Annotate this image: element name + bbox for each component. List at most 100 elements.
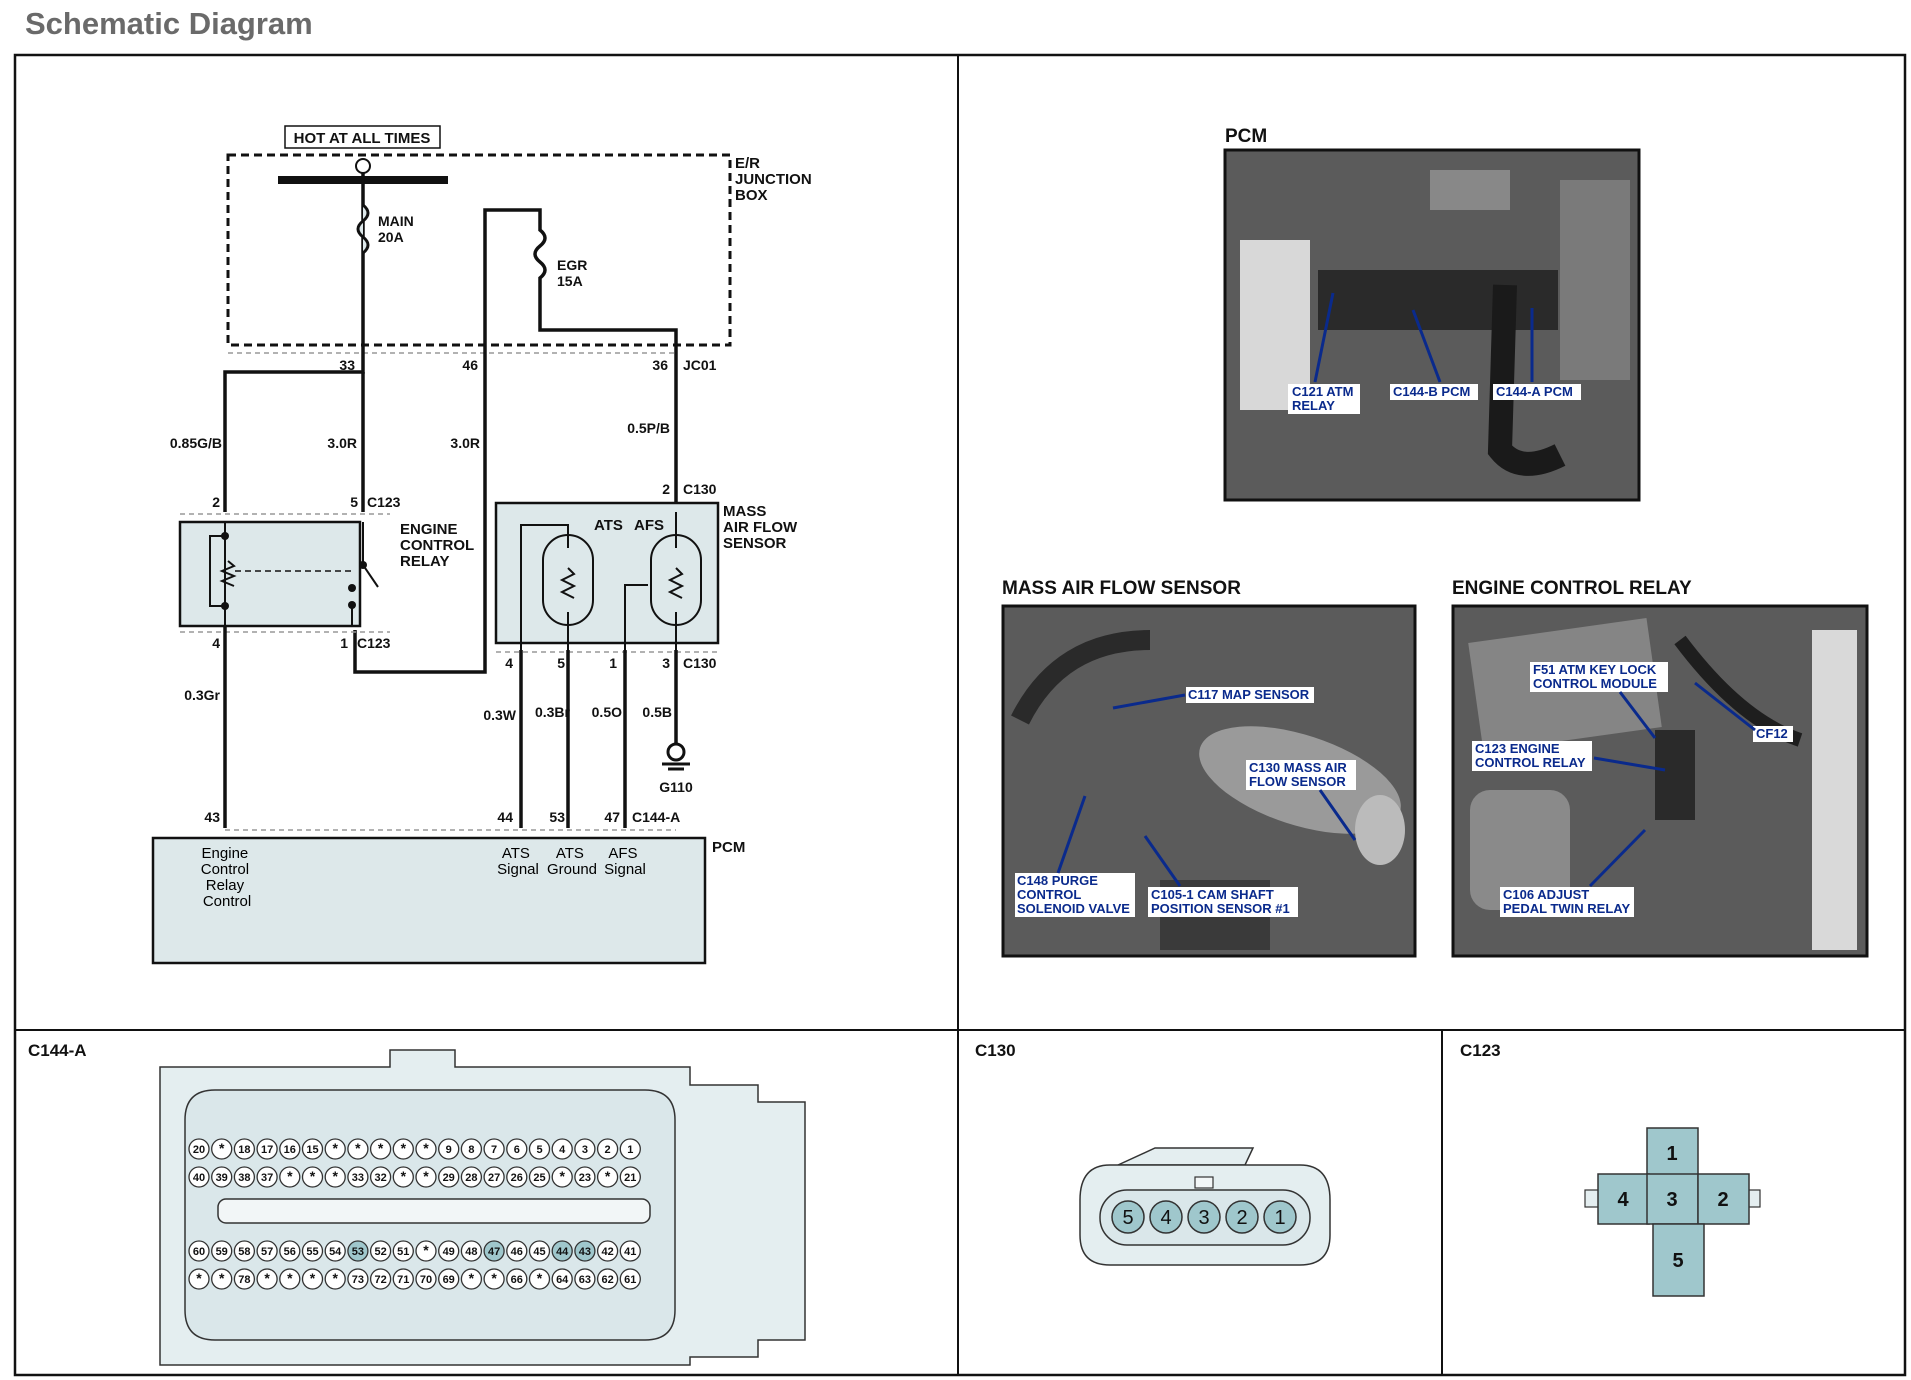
c144a-pin-circle xyxy=(528,1166,551,1188)
jc01-label: JC01 xyxy=(683,357,717,373)
relay-conn-bottom: C123 xyxy=(357,635,391,651)
c130-pin-label: 3 xyxy=(1198,1207,1209,1229)
c144a-pin-label: 47 xyxy=(488,1246,500,1258)
c144a-pin-label: 8 xyxy=(468,1144,474,1156)
junction-box xyxy=(226,153,732,347)
arrow xyxy=(1694,681,1756,732)
c144a-pin-label: 7 xyxy=(491,1144,497,1156)
pcm-name: PCM xyxy=(712,839,745,856)
c144a-pin-label: 27 xyxy=(488,1172,500,1184)
c144a-pin-label: 60 xyxy=(193,1246,205,1258)
c144a-pin-label: 29 xyxy=(443,1172,455,1184)
c144a-pin-label: 5 xyxy=(536,1144,542,1156)
c144a-pin-circle xyxy=(256,1166,278,1188)
c144a-pin-label: 40 xyxy=(193,1172,205,1184)
c144a-pin-label: 1 xyxy=(627,1144,633,1156)
c144a-pin-circle xyxy=(301,1240,324,1262)
c144a-pin-label: 70 xyxy=(420,1274,432,1286)
ats-element-lead xyxy=(520,524,569,650)
c144a-pin-circle xyxy=(551,1240,573,1262)
pcm-box xyxy=(151,836,707,965)
c144a-pin-label: 48 xyxy=(465,1246,477,1258)
c130-pin-circle xyxy=(1187,1200,1221,1234)
c144a-pin-label: 58 xyxy=(238,1246,250,1258)
c144a-pin-label: 72 xyxy=(374,1274,386,1286)
c144a-pin-circle xyxy=(460,1138,483,1160)
c144a-pin-circle xyxy=(483,1166,505,1188)
wire-3.0R-return xyxy=(353,345,487,674)
c144a-pin-label: * xyxy=(219,1140,225,1156)
c144a-pin-circle xyxy=(256,1240,278,1262)
afs-signal-lead xyxy=(624,584,648,650)
c130-latch xyxy=(1117,1147,1255,1166)
c144a-pin-label: * xyxy=(491,1270,497,1286)
c144a-pin-label: 9 xyxy=(446,1144,452,1156)
c144a-pin-label: * xyxy=(310,1270,316,1286)
c144a-pin-circle xyxy=(551,1138,573,1160)
arrow xyxy=(1618,691,1657,739)
c144a-pin-circle xyxy=(301,1268,324,1290)
c144a-pin-label: 51 xyxy=(397,1246,409,1258)
c144a-pin-label: * xyxy=(423,1242,429,1258)
c144a-pin-circle xyxy=(392,1240,414,1262)
pcm-photo-title: PCM xyxy=(1225,126,1267,147)
c144a-pin-label: 55 xyxy=(306,1246,318,1258)
c130-pin-label: 1 xyxy=(1274,1207,1285,1229)
c144a-pin-circle xyxy=(324,1268,346,1290)
c144a-pin-circle xyxy=(596,1166,619,1188)
maf-pin-3: 3 xyxy=(662,655,670,671)
callout-bg xyxy=(1186,687,1314,703)
c144a-pin-circle xyxy=(211,1138,233,1160)
c123-label: C123 xyxy=(1460,1041,1501,1060)
maf-conn-bottom: C130 xyxy=(683,655,717,671)
c144a-pin-label: * xyxy=(378,1140,384,1156)
jb-pin-46: 46 xyxy=(462,357,478,373)
wire-label-w1: 0.85G/B xyxy=(170,435,222,451)
c144a-pin-label: 53 xyxy=(352,1246,364,1258)
photo-shape xyxy=(1011,630,1151,725)
c144a-pin-circle xyxy=(528,1240,551,1262)
c144a-pin-circle xyxy=(506,1268,528,1290)
c144a-pin-circle xyxy=(460,1268,483,1290)
c144a-pin-label: 52 xyxy=(374,1246,386,1258)
photo-shape xyxy=(1560,180,1630,380)
c144a-pin-circle xyxy=(347,1166,369,1188)
c144a-pin-label: 20 xyxy=(193,1144,205,1156)
relay-node xyxy=(359,561,367,569)
c144a-pin-circle xyxy=(438,1240,460,1262)
c130-label: C130 xyxy=(975,1041,1016,1060)
c144a-pin-label: 42 xyxy=(601,1246,613,1258)
relay-node xyxy=(221,532,229,540)
callout-bg xyxy=(1500,887,1634,917)
c144a-pin-circle xyxy=(188,1240,210,1262)
c144a-pin-label: * xyxy=(401,1140,407,1156)
c130-pin-label: 5 xyxy=(1122,1207,1133,1229)
maf-conn-top: C130 xyxy=(683,481,717,497)
c144a-pin-label: 62 xyxy=(601,1274,613,1286)
c144a-pin-label: 28 xyxy=(465,1172,477,1184)
c144a-pin-circle xyxy=(619,1138,641,1160)
c144a-pin-circle xyxy=(483,1138,505,1160)
junction-box-label: E/R JUNCTION BOX xyxy=(735,155,816,204)
c123-pin-1-cell xyxy=(1646,1127,1699,1179)
pcm-ats-signal-label: ATS Signal xyxy=(497,845,539,878)
c144a-pin-circle xyxy=(347,1240,369,1262)
c144a-pin-label: * xyxy=(287,1168,293,1184)
c144a-pin-circle xyxy=(188,1268,210,1290)
maf-photo-title: MASS AIR FLOW SENSOR xyxy=(1002,578,1241,599)
c144a-pin-circle xyxy=(369,1166,392,1188)
c144a-pin-circle xyxy=(369,1240,392,1262)
callout-c144b: C144-B PCM xyxy=(1393,384,1470,399)
c144a-pin-label: * xyxy=(332,1140,338,1156)
photo-shape xyxy=(1470,790,1570,910)
c144a-pin-circle xyxy=(619,1166,641,1188)
c144a-pin-label: 54 xyxy=(329,1246,342,1258)
arrow xyxy=(1411,309,1442,383)
c144a-pin-label: * xyxy=(287,1270,293,1286)
callout-bg xyxy=(1288,384,1360,414)
mass-air-flow-sensor xyxy=(494,501,720,645)
